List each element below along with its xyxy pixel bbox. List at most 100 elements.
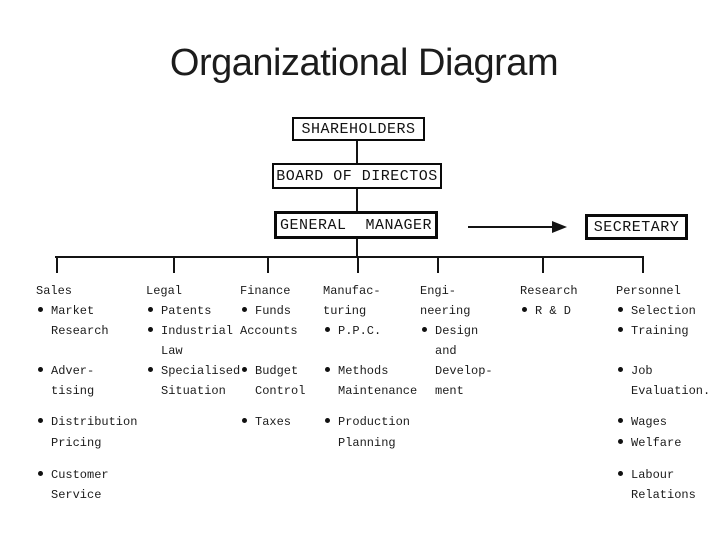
- dept-item-label: Patents: [161, 304, 212, 318]
- connector-drop-5: [542, 256, 544, 273]
- dept-engineering-item: and: [435, 344, 457, 358]
- bullet-icon: [148, 307, 153, 312]
- dept-research-item: R & D: [520, 304, 571, 319]
- dept-personnel-item: Welfare: [616, 436, 681, 451]
- dept-finance-item: Budget: [240, 364, 298, 379]
- connector-drop-0: [56, 256, 58, 273]
- dept-sales-item: Distribution: [36, 415, 137, 430]
- dept-item-label: Customer: [51, 468, 109, 482]
- bullet-icon: [618, 307, 623, 312]
- connector-drop-2: [267, 256, 269, 273]
- dept-personnel-item: Selection: [616, 304, 696, 319]
- bullet-icon: [148, 327, 153, 332]
- shareholders-box: SHAREHOLDERS: [292, 117, 425, 141]
- dept-personnel-item: Evaluation.: [631, 384, 711, 398]
- dept-research-header: Research: [520, 284, 578, 298]
- slide-title: Organizational Diagram: [169, 42, 559, 84]
- connector-drop-3: [357, 256, 359, 273]
- dept-item-label: Adver-: [51, 364, 95, 378]
- bullet-icon: [242, 307, 247, 312]
- bullet-icon: [618, 439, 623, 444]
- bullet-icon: [38, 471, 43, 476]
- dept-manufacturing-item: Planning: [338, 436, 396, 450]
- dept-finance-item: Taxes: [240, 415, 291, 430]
- connector-bus-line: [55, 256, 643, 258]
- dept-sales-item: Market: [36, 304, 94, 319]
- dept-personnel-item: Job: [616, 364, 653, 379]
- bullet-icon: [618, 418, 623, 423]
- dept-sales-item: Adver-: [36, 364, 94, 379]
- connector-gm-bus: [356, 239, 358, 257]
- connector-shareholders-board: [356, 141, 358, 163]
- dept-personnel-item: Labour: [616, 468, 674, 483]
- dept-personnel-item: Wages: [616, 415, 667, 430]
- bullet-icon: [325, 327, 330, 332]
- bullet-icon: [242, 367, 247, 372]
- dept-finance-item: Funds: [240, 304, 291, 319]
- dept-legal-item: Law: [161, 344, 183, 358]
- dept-engineering-header: Engi-: [420, 284, 457, 298]
- dept-personnel-item: Relations: [631, 488, 696, 502]
- dept-item-label: Market: [51, 304, 95, 318]
- gm-to-secretary-arrow: [468, 221, 567, 233]
- dept-legal-item: Patents: [146, 304, 211, 319]
- connector-board-gm: [356, 189, 358, 211]
- bullet-icon: [422, 327, 427, 332]
- dept-sales-item: tising: [51, 384, 95, 398]
- dept-finance-item: Accounts: [240, 324, 298, 338]
- bullet-icon: [38, 307, 43, 312]
- dept-item-label: R & D: [535, 304, 572, 318]
- dept-manufacturing-header: turing: [323, 304, 367, 318]
- dept-legal-item: Industrial: [146, 324, 233, 339]
- dept-item-label: Industrial: [161, 324, 234, 338]
- dept-sales-item: Customer: [36, 468, 109, 483]
- dept-item-label: P.P.C.: [338, 324, 382, 338]
- dept-legal-item: Situation: [161, 384, 226, 398]
- bullet-icon: [242, 418, 247, 423]
- bullet-icon: [618, 367, 623, 372]
- dept-sales-item: Pricing: [51, 436, 102, 450]
- dept-item-label: Methods: [338, 364, 389, 378]
- dept-engineering-header: neering: [420, 304, 471, 318]
- dept-item-label: Specialised: [161, 364, 241, 378]
- dept-sales-item: Research: [51, 324, 109, 338]
- dept-item-label: Job: [631, 364, 653, 378]
- dept-engineering-item: ment: [435, 384, 464, 398]
- dept-finance-header: Finance: [240, 284, 291, 298]
- connector-drop-4: [437, 256, 439, 273]
- bullet-icon: [38, 367, 43, 372]
- bullet-icon: [38, 418, 43, 423]
- dept-item-label: Wages: [631, 415, 668, 429]
- dept-personnel-header: Personnel: [616, 284, 681, 298]
- dept-item-label: Design: [435, 324, 479, 338]
- dept-manufacturing-item: Production: [323, 415, 410, 430]
- dept-personnel-item: Training: [616, 324, 689, 339]
- bullet-icon: [325, 418, 330, 423]
- dept-manufacturing-item: P.P.C.: [323, 324, 381, 339]
- connector-drop-1: [173, 256, 175, 273]
- dept-item-label: Welfare: [631, 436, 682, 450]
- bullet-icon: [618, 327, 623, 332]
- dept-item-label: Funds: [255, 304, 292, 318]
- dept-finance-item: Control: [255, 384, 306, 398]
- dept-item-label: Training: [631, 324, 689, 338]
- bullet-icon: [522, 307, 527, 312]
- dept-engineering-item: Design: [420, 324, 478, 339]
- dept-manufacturing-item: Maintenance: [338, 384, 418, 398]
- dept-engineering-item: Develop-: [435, 364, 493, 378]
- dept-item-label: Distribution: [51, 415, 138, 429]
- secretary-box: SECRETARY: [585, 214, 688, 240]
- dept-item-label: Labour: [631, 468, 675, 482]
- dept-item-label: Selection: [631, 304, 696, 318]
- dept-item-label: Taxes: [255, 415, 292, 429]
- dept-legal-item: Specialised: [146, 364, 240, 379]
- bullet-icon: [325, 367, 330, 372]
- bullet-icon: [148, 367, 153, 372]
- bullet-icon: [618, 471, 623, 476]
- dept-sales-header: Sales: [36, 284, 73, 298]
- dept-sales-item: Service: [51, 488, 102, 502]
- general-manager-box: GENERAL MANAGER: [274, 211, 438, 239]
- dept-item-label: Production: [338, 415, 411, 429]
- dept-item-label: Budget: [255, 364, 299, 378]
- dept-legal-header: Legal: [146, 284, 183, 298]
